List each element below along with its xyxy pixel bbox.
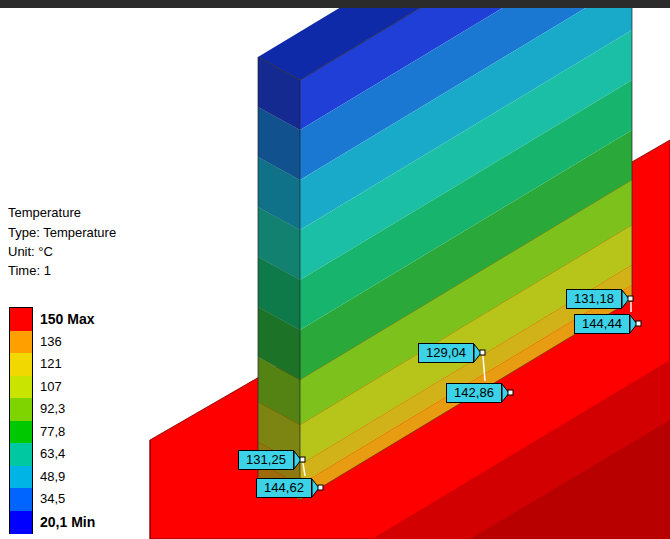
legend-swatch bbox=[10, 466, 32, 489]
probe-label: 131,25 bbox=[238, 450, 294, 470]
probe-label: 144,44 bbox=[574, 314, 630, 334]
legend-swatch bbox=[10, 421, 32, 444]
legend-swatch bbox=[10, 398, 32, 421]
legend-swatch bbox=[10, 443, 32, 466]
probe-label: 142,86 bbox=[446, 383, 502, 403]
legend-value: 150 Max bbox=[40, 311, 94, 327]
legend-value: 107 bbox=[40, 379, 62, 395]
result-header: Time: 1 bbox=[8, 263, 51, 279]
legend-value: 34,5 bbox=[40, 491, 65, 507]
probe-label: 129,04 bbox=[418, 343, 474, 363]
legend-swatch bbox=[10, 308, 32, 331]
legend-swatch bbox=[10, 376, 32, 399]
result-header: Type: Temperature bbox=[8, 225, 116, 241]
probe-label: 144,62 bbox=[256, 478, 312, 498]
legend-value: 136 bbox=[40, 334, 62, 350]
result-header: Unit: °C bbox=[8, 244, 53, 260]
legend-value: 121 bbox=[40, 356, 62, 372]
legend-value: 92,3 bbox=[40, 401, 65, 417]
legend-value: 63,4 bbox=[40, 446, 65, 462]
legend-swatch bbox=[10, 353, 32, 376]
legend-swatch bbox=[10, 488, 32, 511]
legend-swatch bbox=[10, 511, 32, 534]
result-header: Temperature bbox=[8, 205, 81, 221]
legend-swatch bbox=[10, 331, 32, 354]
legend-value: 77,8 bbox=[40, 424, 65, 440]
probe-label: 131,18 bbox=[566, 289, 622, 309]
legend-value: 20,1 Min bbox=[40, 514, 95, 530]
legend-value: 48,9 bbox=[40, 469, 65, 485]
